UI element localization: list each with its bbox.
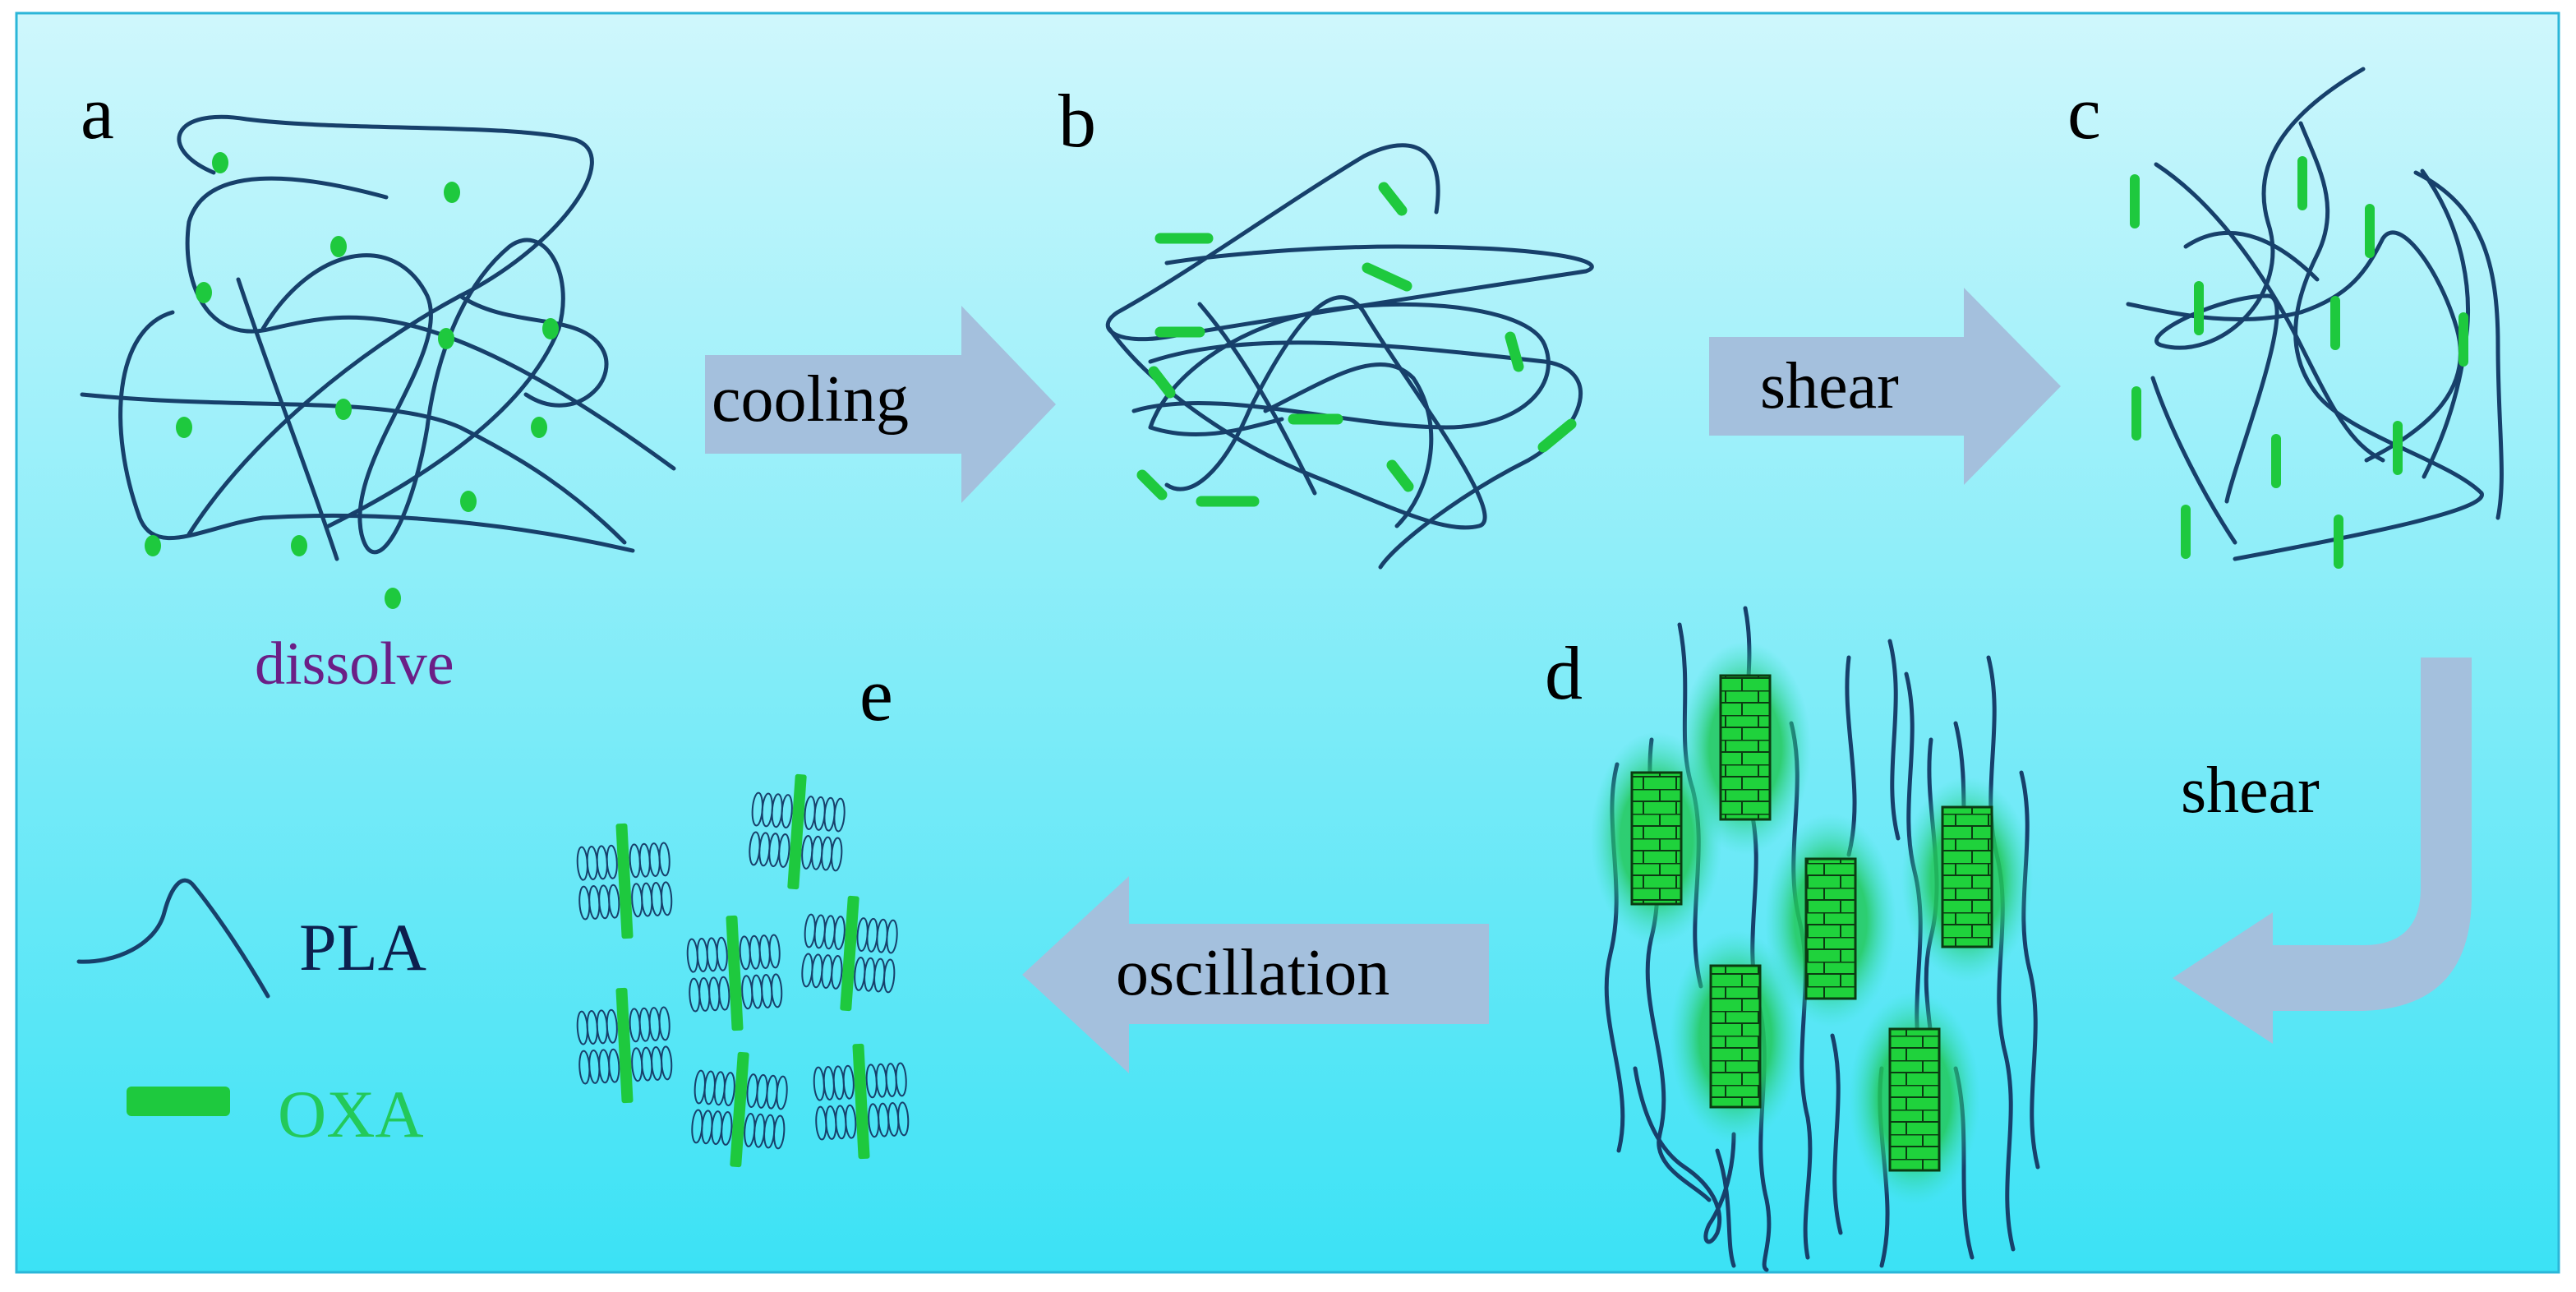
cooling-label: cooling xyxy=(712,363,909,436)
legend-oxa-label: OXA xyxy=(278,1077,424,1151)
shear-label-right: shear xyxy=(2181,754,2320,827)
pla-coil xyxy=(833,797,846,833)
oxa-stick xyxy=(852,1043,870,1160)
coil-cluster xyxy=(749,773,846,890)
panel-label-d: d xyxy=(1545,631,1583,715)
cooling-arrow xyxy=(705,306,1056,503)
coil-cluster xyxy=(576,823,673,939)
pla-coil xyxy=(661,881,673,916)
pla-coil xyxy=(691,1109,703,1144)
panel-e-clusters xyxy=(576,773,910,1168)
oxa-stick xyxy=(615,987,634,1104)
pla-coil xyxy=(801,953,813,988)
oxa-stick xyxy=(615,823,634,939)
oxa-stick xyxy=(787,773,807,890)
panel-d-oxa-stacks xyxy=(1630,674,1993,1172)
coil-cluster xyxy=(801,895,898,1012)
pla-coil xyxy=(886,919,898,954)
coil-cluster xyxy=(813,1043,910,1160)
pla-coil xyxy=(576,846,588,881)
panel-b-oxa-sticks xyxy=(1136,182,1577,507)
legend-oxa-bar-icon xyxy=(127,1087,230,1116)
pla-coil xyxy=(694,1069,706,1105)
pla-coil xyxy=(751,791,763,827)
pla-coil xyxy=(895,1062,907,1097)
shear-arrow-top xyxy=(1709,288,2061,485)
pla-coil xyxy=(576,1010,588,1045)
pla-coil xyxy=(658,842,670,877)
pla-coil xyxy=(689,977,701,1013)
pla-coil xyxy=(578,1050,591,1085)
pla-coil xyxy=(578,885,591,921)
coil-cluster xyxy=(576,987,673,1104)
pla-coil xyxy=(776,1075,788,1110)
pla-coil xyxy=(773,1114,786,1150)
pla-coil xyxy=(768,934,781,969)
pla-coil xyxy=(749,831,761,866)
pla-coil xyxy=(661,1045,673,1081)
pla-coil xyxy=(804,913,816,948)
panel-b-chains xyxy=(1105,143,1594,570)
legend-pla-chain-icon xyxy=(76,878,270,999)
panel-c-oxa-sticks xyxy=(2130,156,2468,569)
pla-coil xyxy=(831,837,843,872)
pla-coil xyxy=(658,1006,670,1041)
oscillation-arrow xyxy=(1022,876,1489,1073)
pla-coil xyxy=(883,958,896,994)
legend-pla-label: PLA xyxy=(299,910,426,985)
pla-coil xyxy=(686,938,698,973)
pla-coil xyxy=(897,1101,910,1137)
panel-a-oxa-dots xyxy=(145,152,559,609)
panel-label-c: c xyxy=(2067,71,2101,155)
oxa-stick xyxy=(730,1051,749,1168)
shear-arrow-right xyxy=(2173,658,2472,1044)
pla-coil xyxy=(813,1066,825,1101)
panel-c-chains xyxy=(2126,67,2504,561)
shear-label-top: shear xyxy=(1760,350,1899,422)
coil-cluster xyxy=(686,915,783,1031)
oxa-stick xyxy=(726,915,744,1031)
panel-a-chains xyxy=(80,114,676,561)
pla-coil xyxy=(815,1105,827,1141)
oxa-stick xyxy=(840,895,859,1012)
pla-coil xyxy=(771,973,783,1008)
panel-label-e: e xyxy=(859,653,893,736)
panel-label-a: a xyxy=(81,71,114,155)
oscillation-label: oscillation xyxy=(1116,937,1389,1009)
panel-label-b: b xyxy=(1058,79,1096,163)
coil-cluster xyxy=(691,1051,788,1168)
dissolve-label: dissolve xyxy=(255,630,454,698)
